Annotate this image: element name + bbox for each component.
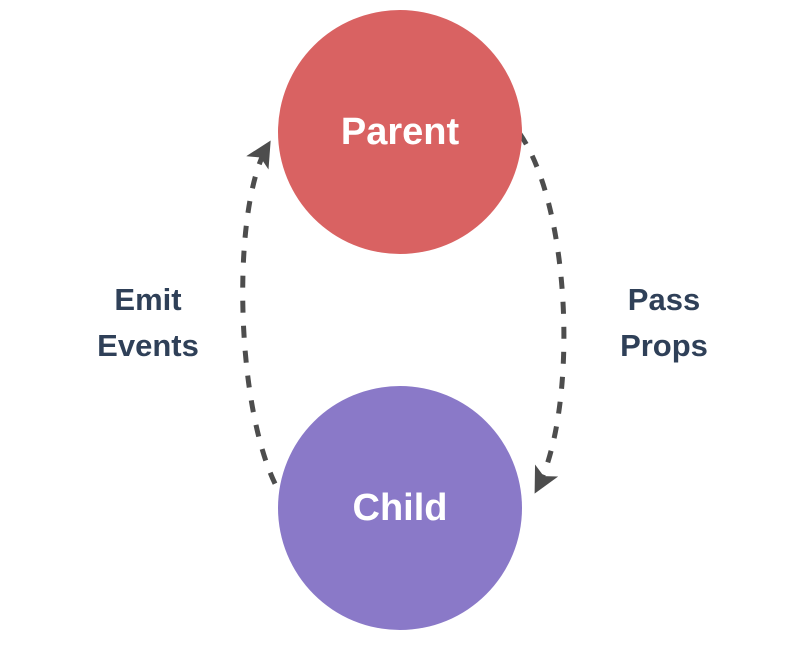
- edge-emit-events-line: [240, 140, 290, 507]
- node-child-label: Child: [353, 487, 448, 529]
- edge-label-emit-events-line1: Emit: [114, 282, 181, 317]
- node-parent-circle[interactable]: [278, 10, 522, 254]
- edge-label-emit-events-line2: Events: [97, 328, 199, 363]
- node-parent-label: Parent: [341, 111, 460, 153]
- node-child-circle[interactable]: [278, 386, 522, 630]
- edge-pass-props-line: [517, 132, 567, 494]
- edge-label-pass-props-line2: Props: [620, 328, 708, 363]
- edge-label-pass-props-line1: Pass: [628, 282, 700, 317]
